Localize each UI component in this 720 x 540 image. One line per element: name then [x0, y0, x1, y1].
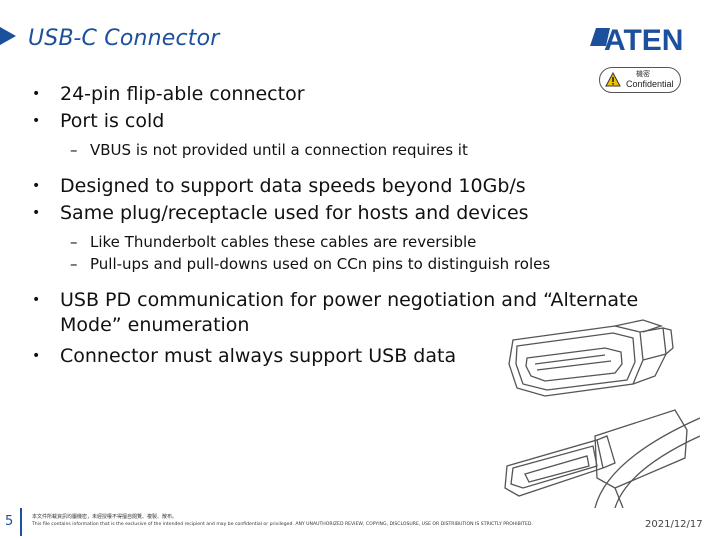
- sub-bullet-item: –VBUS is not provided until a connection…: [70, 141, 468, 159]
- bullet-item: •Port is cold: [32, 110, 165, 132]
- bullet-item: •24-pin flip-able connector: [32, 83, 305, 105]
- page-number: 5: [5, 514, 14, 529]
- bullet-item: •Connector must always support USB data: [32, 345, 457, 367]
- title-arrow: [0, 27, 16, 45]
- logo-text: ATEN: [604, 24, 683, 56]
- confidential-label: Confidential: [626, 79, 674, 89]
- warning-icon: [605, 72, 621, 87]
- sub-bullet-item: –Pull-ups and pull-downs used on CCn pin…: [70, 255, 551, 273]
- bullet-item: •USB PD communication for power negotiat…: [32, 289, 639, 336]
- footer-notice-en: This file contains information that is t…: [32, 522, 533, 527]
- slide-title: USB-C Connector: [28, 26, 220, 51]
- footer-divider: [20, 508, 22, 536]
- bullet-item: •Same plug/receptacle used for hosts and…: [32, 202, 529, 224]
- slide-date: 2021/12/17: [645, 519, 703, 530]
- sub-bullet-item: –Like Thunderbolt cables these cables ar…: [70, 233, 477, 251]
- footer-notice-cn: 本文件所載資訊均屬機密，未經授權不得擅自閱覽、複製、散布。: [32, 514, 178, 520]
- aten-logo: ATEN: [586, 18, 694, 56]
- usb-c-connector-illustration: [465, 318, 701, 512]
- confidential-label-cn: 機密: [636, 70, 650, 78]
- confidential-badge: 機密 Confidential: [599, 67, 681, 93]
- bullet-list: •24-pin flip-able connector •Port is col…: [30, 76, 690, 369]
- bullet-item: •Designed to support data speeds beyond …: [32, 175, 526, 197]
